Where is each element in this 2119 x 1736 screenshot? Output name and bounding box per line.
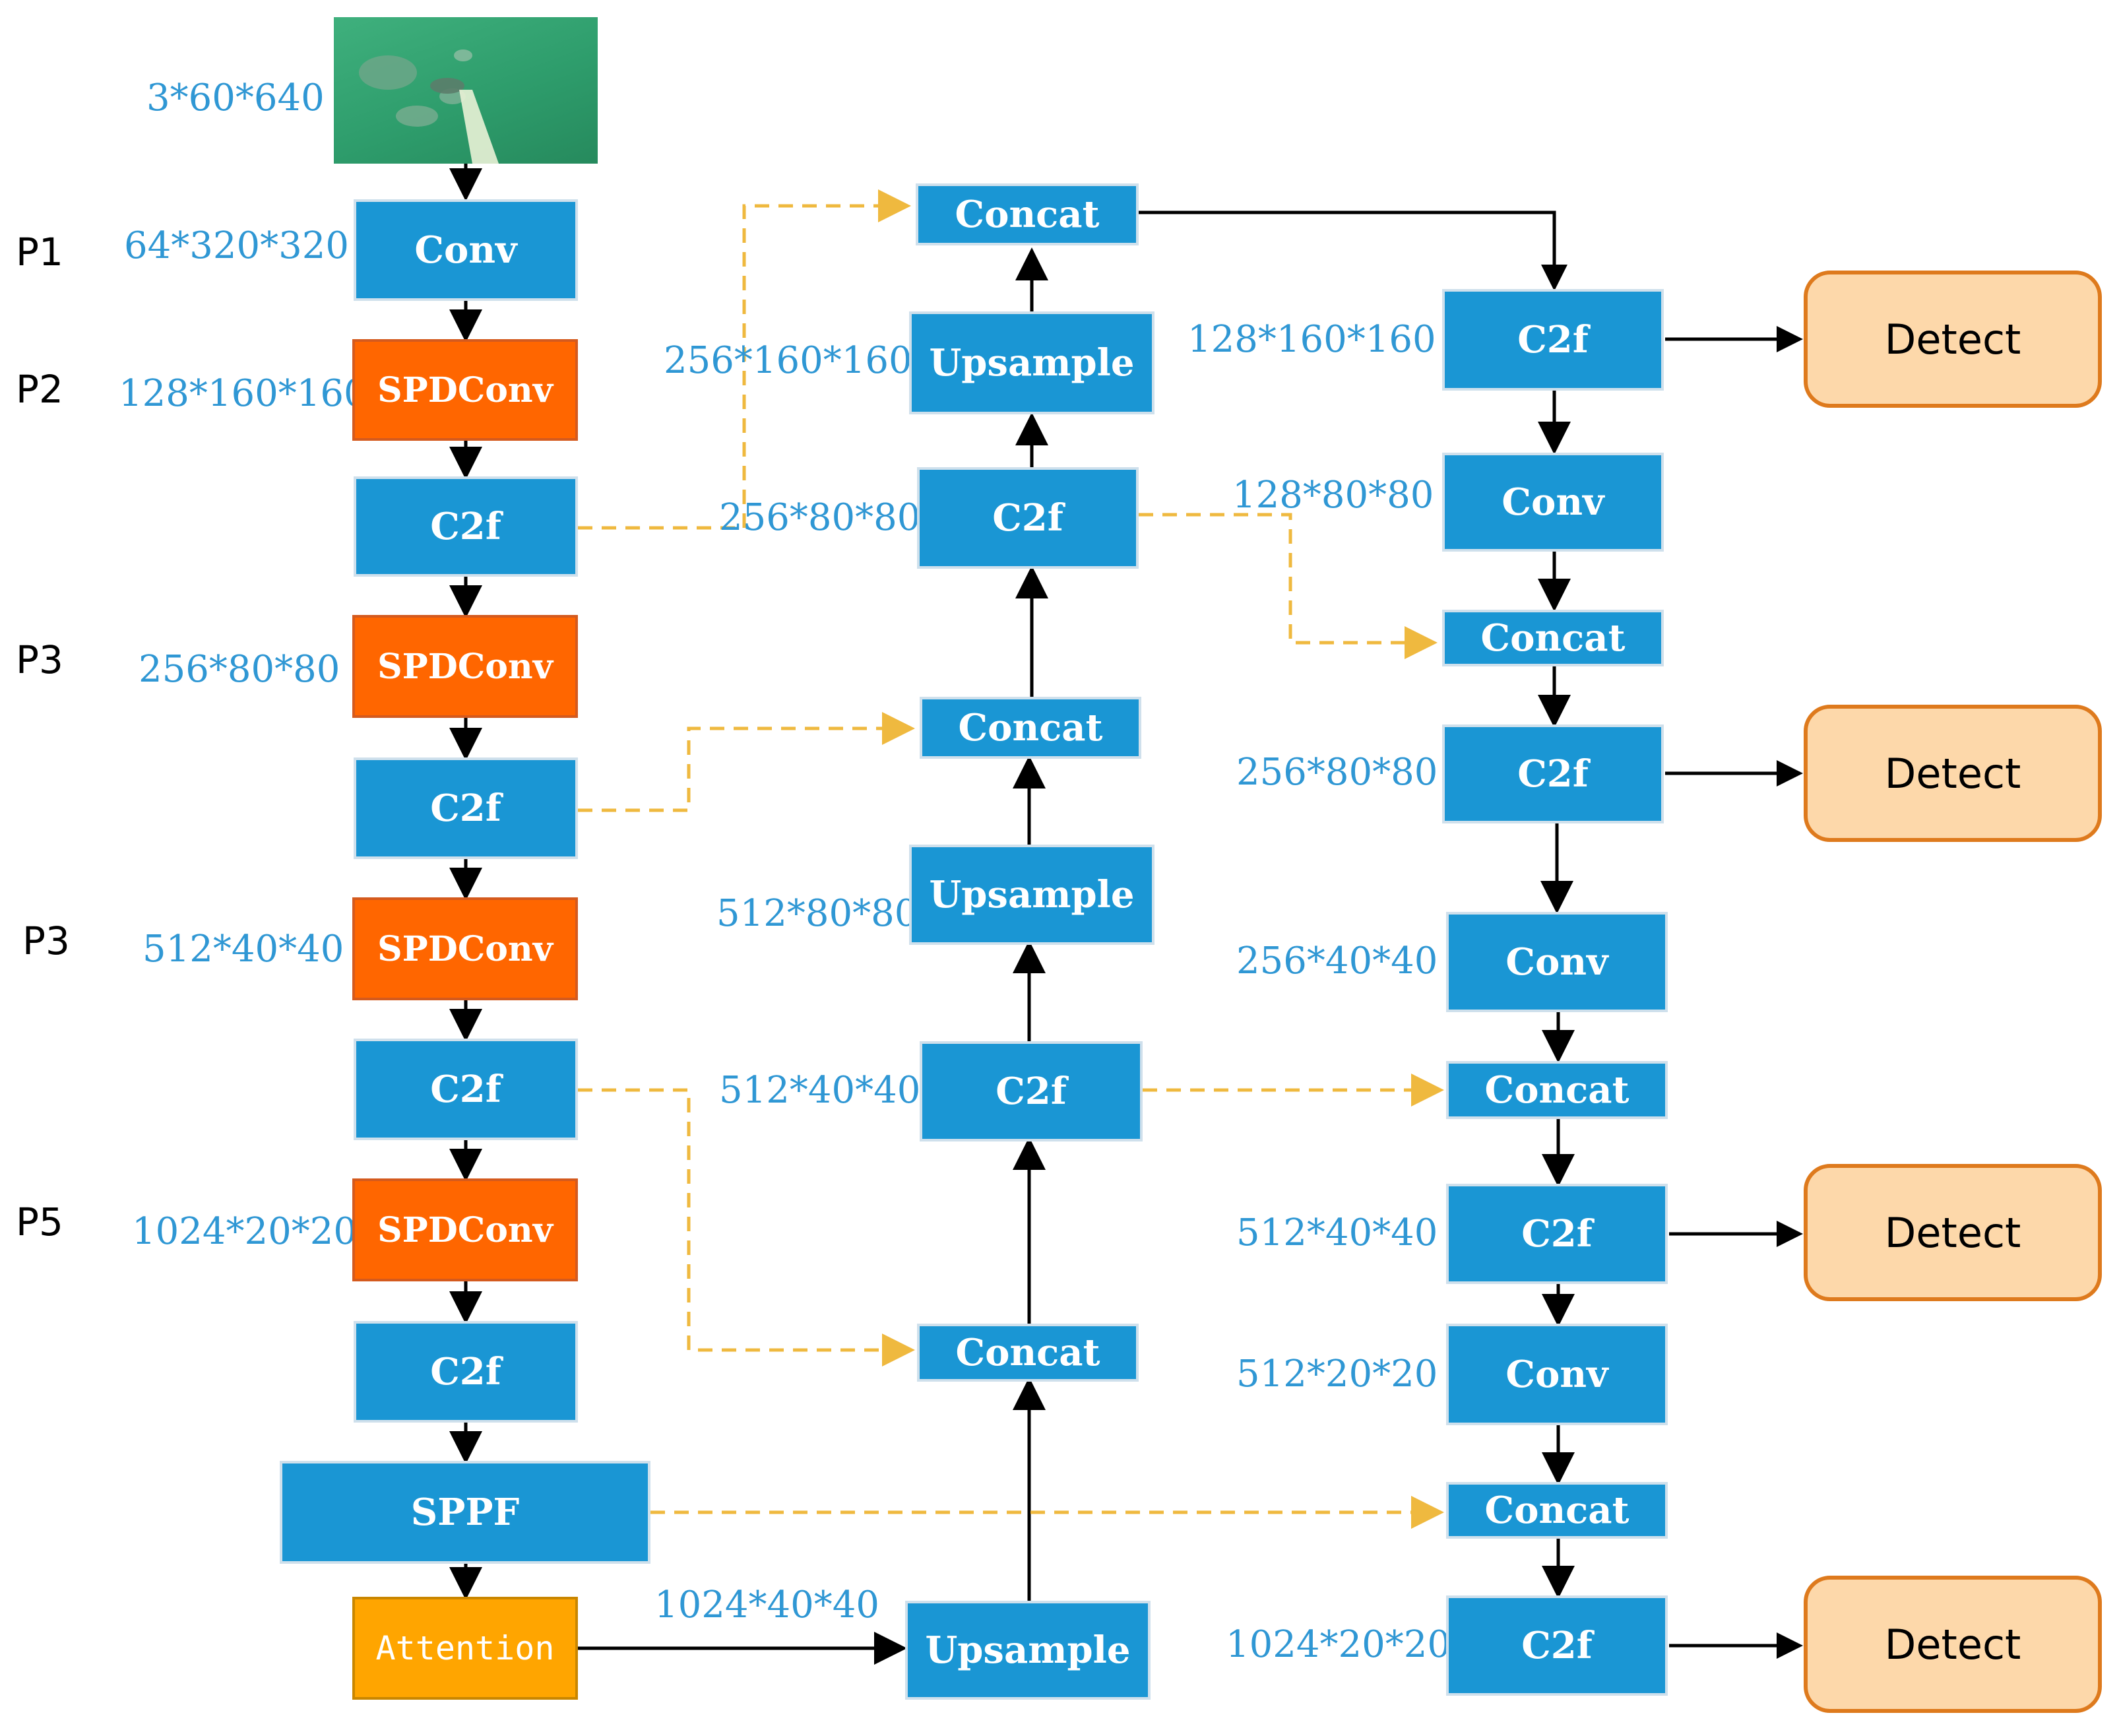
dim-neck-c2f1: 256*80*80 <box>719 496 921 539</box>
neck-c2f-2: C2f <box>920 1041 1143 1141</box>
sppf-block: SPPF <box>280 1461 650 1564</box>
head-concat-3: Concat <box>1446 1482 1668 1539</box>
dim-input: 3*60*640 <box>146 77 325 119</box>
dim-head-conv3: 512*20*20 <box>1236 1353 1438 1396</box>
spdconv-block-p4: SPDConv <box>352 897 578 1000</box>
skip-neck-c2f1-hconcat1 <box>1139 513 1438 659</box>
c2f-block-p3: C2f <box>354 757 578 859</box>
dim-head-conv2: 256*40*40 <box>1236 940 1438 982</box>
head-conv-3: Conv <box>1446 1324 1668 1425</box>
detect-head-4: Detect <box>1804 1576 2102 1713</box>
head-c2f-3: C2f <box>1446 1184 1668 1284</box>
stage-label-p1: P1 <box>16 230 63 274</box>
spdconv-block-p5: SPDConv <box>352 1178 578 1281</box>
neck-concat-3: Concat <box>917 1324 1139 1382</box>
head-concat-2: Concat <box>1446 1061 1668 1119</box>
dim-neck-up2: 512*80*80 <box>716 892 918 935</box>
dim-p3: 256*80*80 <box>139 648 340 691</box>
spdconv-block-p3: SPDConv <box>352 615 578 718</box>
dim-p2: 128*160*160 <box>119 372 367 415</box>
head-c2f-1: C2f <box>1442 289 1664 391</box>
skip-c2f-p2-concat-top <box>578 189 911 530</box>
dim-head-c2f3: 512*40*40 <box>1236 1211 1438 1254</box>
neck-upsample-3: Upsample <box>905 1601 1151 1700</box>
spdconv-block-p2: SPDConv <box>352 339 578 441</box>
c2f-block-p2: C2f <box>354 476 578 577</box>
head-conv-2: Conv <box>1446 912 1668 1012</box>
neck-concat-top: Concat <box>916 183 1139 245</box>
conv-block-p1: Conv <box>354 199 578 301</box>
attention-block: Attention <box>352 1597 578 1700</box>
arrow-concat-top-head <box>1139 210 1567 291</box>
detect-head-2: Detect <box>1804 705 2102 842</box>
dim-neck-up3: 1024*40*40 <box>654 1584 880 1626</box>
skip-c2f-p4-concat3 <box>578 1088 915 1366</box>
head-concat-1: Concat <box>1442 610 1664 666</box>
neck-upsample-2: Upsample <box>909 845 1154 945</box>
dim-p5: 1024*20*20 <box>132 1210 358 1253</box>
c2f-block-p5: C2f <box>354 1321 578 1423</box>
dim-head-c2f4: 1024*20*20 <box>1226 1623 1451 1666</box>
neck-upsample-1: Upsample <box>909 311 1154 414</box>
detect-head-1: Detect <box>1804 271 2102 408</box>
neck-c2f-1: C2f <box>917 467 1139 569</box>
underwater-fish-image <box>334 17 598 164</box>
stage-label-p5: P5 <box>16 1200 63 1244</box>
stage-label-p2: P2 <box>16 367 63 412</box>
dim-head-c2f2: 256*80*80 <box>1236 751 1438 794</box>
dim-neck-up1: 256*160*160 <box>664 339 912 382</box>
dim-head-conv1: 128*80*80 <box>1232 474 1434 517</box>
skip-c2f-p3-concat2 <box>578 712 915 812</box>
dim-p4: 512*40*40 <box>142 928 344 971</box>
head-c2f-2: C2f <box>1442 724 1664 823</box>
neck-concat-2: Concat <box>920 697 1141 759</box>
head-conv-1: Conv <box>1442 453 1664 552</box>
stage-label-p3: P3 <box>16 637 63 682</box>
dim-p1: 64*320*320 <box>124 224 350 267</box>
stage-label-p3-second: P3 <box>22 918 70 963</box>
head-c2f-4: C2f <box>1446 1595 1668 1696</box>
detect-head-3: Detect <box>1804 1164 2102 1301</box>
c2f-block-p4: C2f <box>354 1039 578 1140</box>
dim-head-c2f1: 128*160*160 <box>1187 318 1436 361</box>
dim-neck-c2f2: 512*40*40 <box>719 1069 921 1112</box>
